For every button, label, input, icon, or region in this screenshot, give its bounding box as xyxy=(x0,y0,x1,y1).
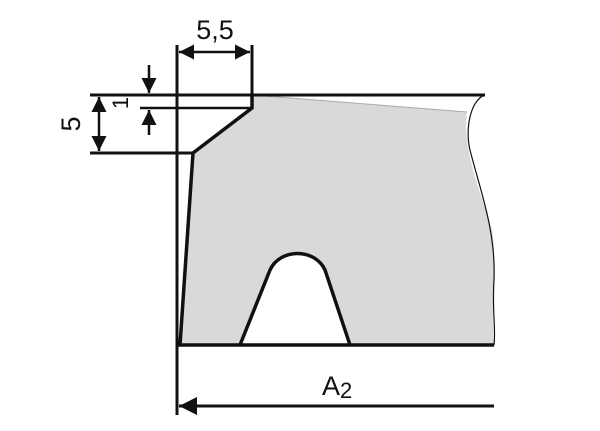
part-profile xyxy=(180,95,495,345)
offset-label: 1 xyxy=(108,97,133,109)
break-line xyxy=(467,94,496,346)
length-label-subscript: 2 xyxy=(340,378,352,403)
length-label-main: A xyxy=(322,371,340,401)
height-label: 5 xyxy=(56,116,86,131)
length-label: A2 xyxy=(322,371,352,403)
width-label: 5,5 xyxy=(196,15,234,45)
slot-outline xyxy=(238,251,352,346)
top-edge-thin xyxy=(251,94,468,113)
